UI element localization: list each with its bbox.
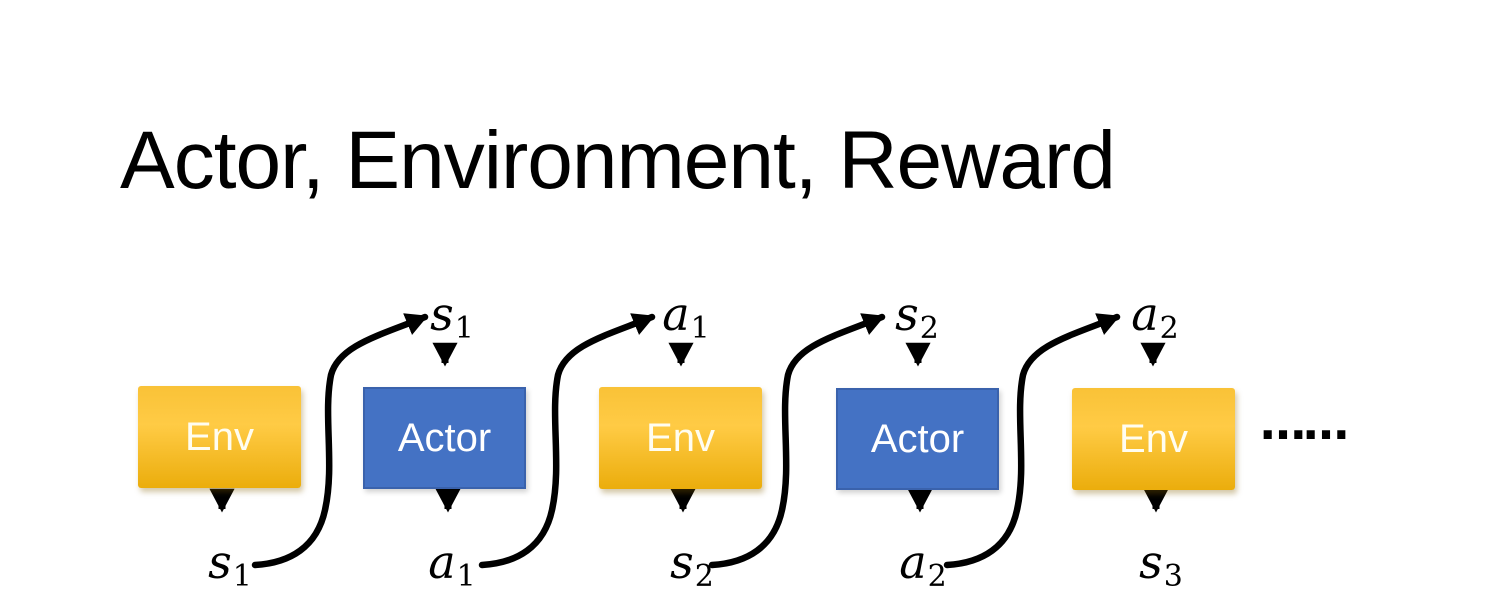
bottom-label-a2: a2: [878, 535, 968, 592]
slide-title: Actor, Environment, Reward: [120, 115, 1116, 206]
bottom-label-s3: s3: [1116, 535, 1206, 592]
top-label-a2-sub: 2: [1159, 311, 1179, 347]
bottom-label-a1-sub: 1: [456, 559, 476, 595]
top-label-s1-sub: 1: [454, 311, 474, 347]
top-label-s2-base: s: [895, 287, 919, 341]
env-box-3: Env: [1072, 388, 1235, 490]
curve-s2-to-actor2-input: [708, 313, 886, 569]
bottom-label-s2-base: s: [670, 535, 694, 589]
top-label-a2: a2: [1110, 287, 1200, 344]
actor-box-1-label: Actor: [397, 416, 492, 460]
env-box-3-label: Env: [1119, 417, 1188, 461]
top-label-s2: s2: [872, 287, 962, 344]
bottom-label-s3-base: s: [1139, 535, 1163, 589]
actor-box-2: Actor: [836, 388, 999, 490]
env-box-1: Env: [138, 386, 301, 488]
env-box-2: Env: [599, 387, 762, 489]
top-label-s1-base: s: [430, 287, 454, 341]
curve-s1-to-actor1-input: [251, 313, 429, 569]
top-label-a1-base: a: [662, 287, 690, 341]
ellipsis-dots: ……: [1260, 396, 1349, 450]
bottom-label-a1: a1: [407, 535, 497, 592]
top-label-a2-base: a: [1131, 287, 1159, 341]
curve-a2-to-env3-input: [943, 313, 1121, 569]
env-box-1-label: Env: [185, 415, 254, 459]
top-label-a1: a1: [641, 287, 731, 344]
actor-box-2-label: Actor: [870, 417, 965, 461]
bottom-label-a2-sub: 2: [927, 559, 947, 595]
bottom-label-s3-sub: 3: [1163, 559, 1183, 595]
bottom-label-a2-base: a: [899, 535, 927, 589]
top-label-s1: s1: [407, 287, 497, 344]
bottom-label-s1-base: s: [208, 535, 232, 589]
top-label-a1-sub: 1: [690, 311, 710, 347]
actor-box-1: Actor: [363, 387, 526, 489]
top-label-s2-sub: 2: [919, 311, 939, 347]
bottom-label-s2: s2: [647, 535, 737, 592]
bottom-label-s1-sub: 1: [232, 559, 252, 595]
bottom-label-a1-base: a: [428, 535, 456, 589]
env-box-2-label: Env: [646, 416, 715, 460]
bottom-label-s2-sub: 2: [694, 559, 714, 595]
bottom-label-s1: s1: [185, 535, 275, 592]
curve-a1-to-env2-input: [478, 313, 656, 569]
